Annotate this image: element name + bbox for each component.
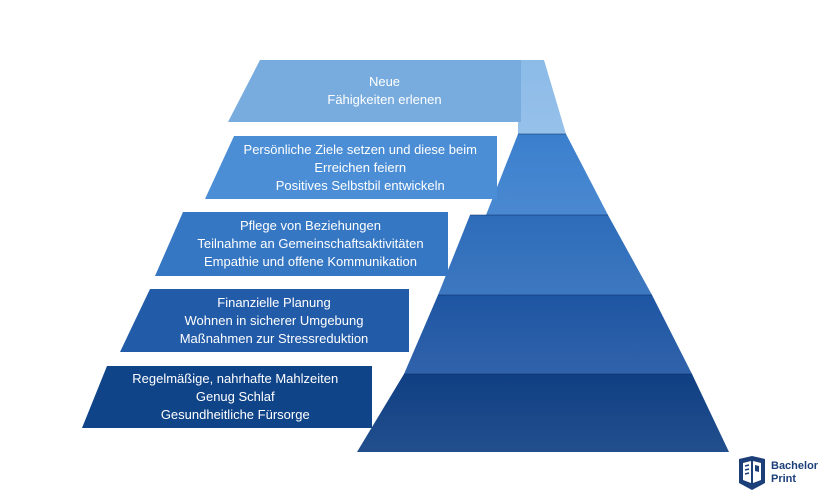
tier-band-1 — [228, 60, 521, 122]
bachelor-print-logo-icon — [739, 456, 765, 490]
tier-4-line-2: Wohnen in sicherer Umgebung — [184, 312, 364, 328]
tier-band-3 — [155, 212, 448, 276]
tier-5-line-3: Gesundheitliche Fürsorge — [160, 407, 310, 422]
pyramid-face-4 — [404, 295, 692, 374]
pyramid-face-1 — [518, 60, 566, 134]
tier-5-line-1: Regelmäßige, nahrhafte Mahlzeiten — [132, 371, 339, 386]
tier-2-line-1: Persönliche Ziele setzen und diese beim — [243, 141, 477, 157]
tier-4-line-1: Finanzielle Planung — [217, 294, 331, 310]
bachelor-print-logo: Bachelor Print — [737, 456, 819, 492]
tier-2-line-3: Positives Selbstbil entwickeln — [275, 177, 445, 193]
tier-5-line-2: Genug Schlaf — [195, 389, 275, 404]
tier-band-4 — [120, 289, 409, 352]
pyramid-face-2 — [486, 134, 608, 215]
tier-band-5 — [82, 366, 372, 428]
tier-band-2 — [205, 136, 497, 199]
tier-3-line-1: Pflege von Beziehungen — [240, 218, 381, 233]
tier-3-line-3: Empathie und offene Kommunikation — [204, 254, 417, 269]
tier-2-line-2: Erreichen feiern — [314, 159, 407, 175]
tier-1-line-1: Neue — [368, 74, 401, 89]
pyramid-face-3 — [438, 215, 652, 295]
tier-3-line-2: Teilnahme an Gemeinschaftsaktivitäten — [197, 236, 424, 251]
logo-line-2: Print — [771, 473, 797, 485]
tier-1-line-2: Fähigkeiten erlenen — [327, 92, 442, 107]
tier-4-line-3: Maßnahmen zur Stressreduktion — [179, 330, 369, 346]
pyramid-face-5 — [357, 374, 729, 452]
logo-line-1: Bachelor — [771, 460, 819, 472]
